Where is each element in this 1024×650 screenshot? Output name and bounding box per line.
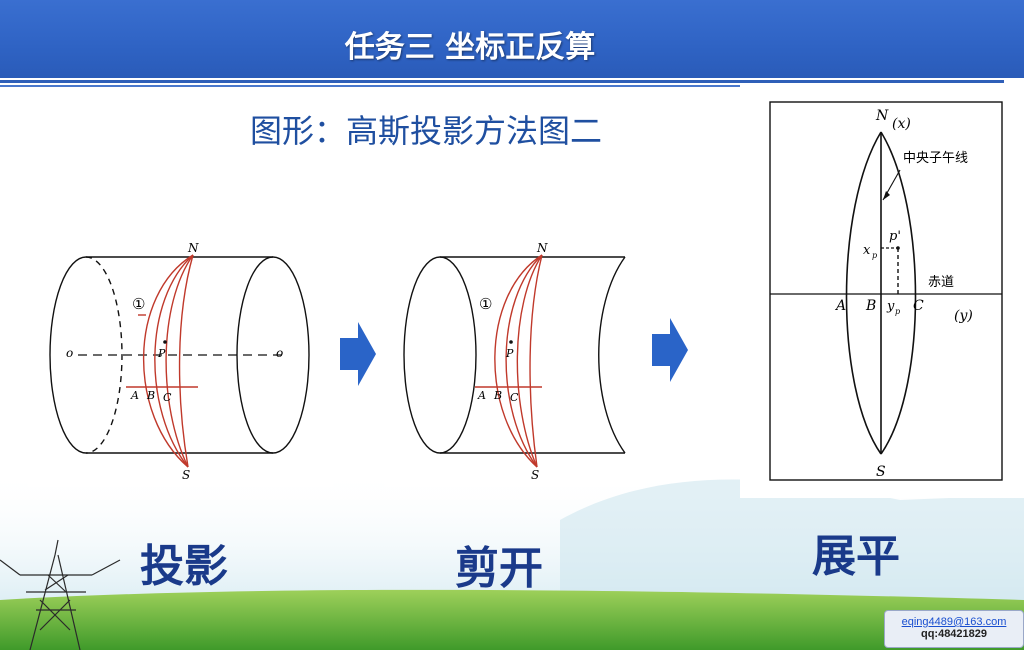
south-label-3: S xyxy=(876,464,886,480)
north-axis-label: (x) xyxy=(892,116,911,132)
north-label: N xyxy=(187,241,199,255)
projection-diagram: o o N S ① P A B C xyxy=(49,241,310,482)
flatten-diagram: N (x) 中央子午线 p' x p 赤道 A B y p C (y) S xyxy=(769,101,1003,481)
contact-qq: qq:48421829 xyxy=(920,628,988,640)
point-c-label: C xyxy=(163,391,172,404)
xp-sub-label: p xyxy=(872,251,877,260)
point-c-label-3: C xyxy=(913,298,924,314)
xp-label: x xyxy=(863,243,871,258)
y-axis-label: (y) xyxy=(954,308,973,324)
caption-projection: 投影 xyxy=(140,541,228,592)
point-a-label-3: A xyxy=(834,298,846,314)
point-p-label: P xyxy=(157,347,166,360)
axis-right-label: o xyxy=(276,346,283,360)
caption-cut: 剪开 xyxy=(455,543,543,594)
cut-diagram-panel: N S ① P A B C xyxy=(385,225,645,487)
header-bar xyxy=(0,0,1024,78)
point-p-prime-label: p' xyxy=(889,229,901,244)
point-a-label: A xyxy=(130,389,139,402)
arrow-right-icon xyxy=(652,318,688,382)
arrow-right-icon xyxy=(340,322,376,386)
subtitle: 图形：高斯投影方法图二 xyxy=(250,112,603,150)
north-label-3: N xyxy=(875,108,889,124)
contact-box: eqing4489@163.com qq:48421829 xyxy=(884,610,1024,648)
power-pylon-icon xyxy=(0,539,121,650)
south-label: S xyxy=(182,468,190,482)
circle-one-label-2: ① xyxy=(479,295,492,313)
cut-diagram: N S ① P A B C xyxy=(403,241,626,482)
yp-label: y xyxy=(886,299,895,314)
point-p-label-2: P xyxy=(505,347,514,360)
axis-left-label: o xyxy=(66,346,73,360)
equator-label: 赤道 xyxy=(928,275,954,290)
circle-one-label: ① xyxy=(132,295,145,313)
south-label-2: S xyxy=(531,468,539,482)
projection-diagram-panel: o o N S ① P A B C xyxy=(28,225,333,487)
yp-sub-label: p xyxy=(895,307,900,316)
central-meridian-label: 中央子午线 xyxy=(903,151,968,166)
north-label-2: N xyxy=(536,241,548,255)
contact-email-link[interactable]: eqing4489@163.com xyxy=(901,616,1007,628)
point-b-label-2: B xyxy=(493,389,502,402)
flatten-diagram-panel: N (x) 中央子午线 p' x p 赤道 A B y p C (y) S xyxy=(740,88,1024,498)
point-c-label-2: C xyxy=(510,391,519,404)
page-title: 任务三 坐标正反算 xyxy=(344,30,596,65)
header-divider-thin xyxy=(0,85,740,87)
point-b-label-3: B xyxy=(865,298,876,314)
point-a-label-2: A xyxy=(477,389,486,402)
header-divider xyxy=(0,80,1004,83)
point-b-label: B xyxy=(146,389,155,402)
caption-flatten: 展平 xyxy=(812,531,900,582)
